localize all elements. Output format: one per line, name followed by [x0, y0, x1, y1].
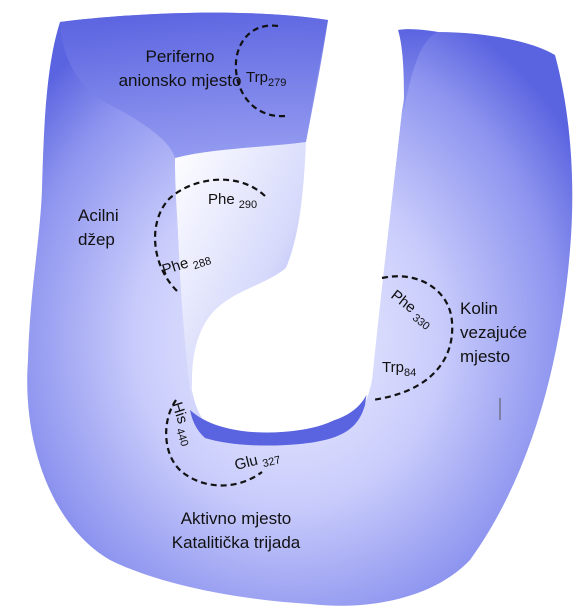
peripheral-site-label-line2: anionsko mjesto — [119, 71, 242, 90]
acyl-pocket-label-line1: Acilni — [78, 206, 119, 225]
active-site-label-line1: Aktivno mjesto — [181, 509, 292, 528]
peripheral-site-label-line1: Periferno — [146, 47, 215, 66]
choline-site-label-line2: vezajuće — [460, 323, 527, 342]
choline-site-label-line3: mjesto — [460, 347, 510, 366]
acyl-pocket-label-line2: džep — [78, 230, 115, 249]
choline-site-label-line1: Kolin — [460, 299, 498, 318]
active-site-label-line2: Katalitička trijada — [172, 533, 301, 552]
